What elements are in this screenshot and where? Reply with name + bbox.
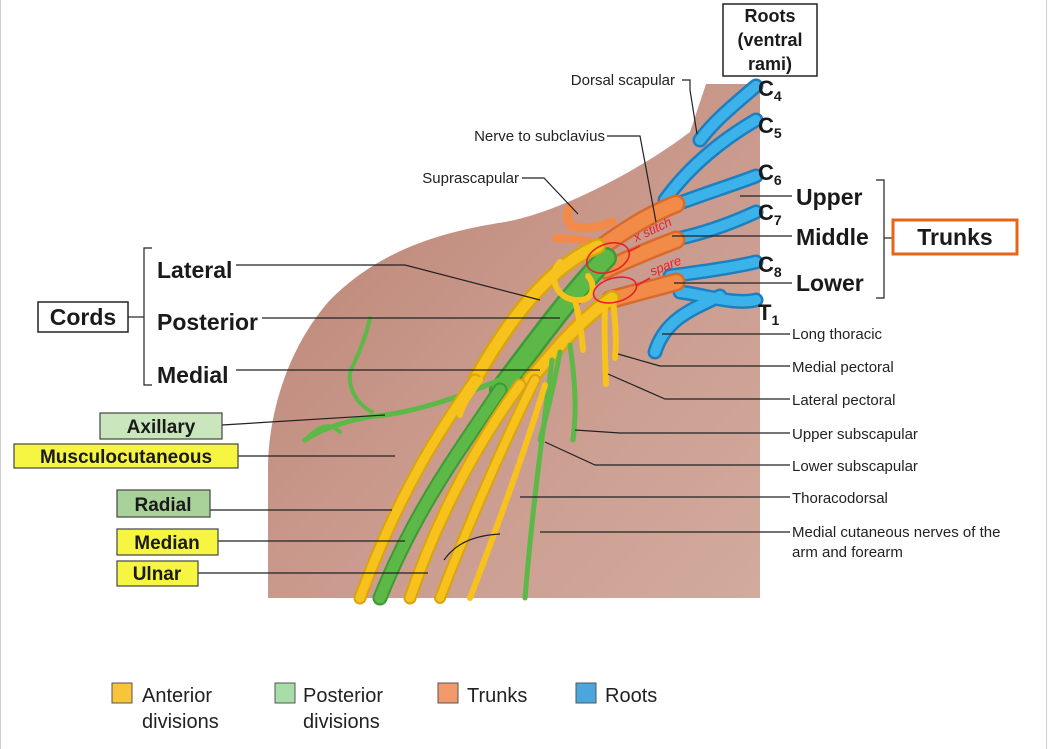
cords-group-box <box>37 301 129 333</box>
handwritten-annotations <box>585 242 651 304</box>
axillary-nerve <box>302 367 523 443</box>
medial-cutaneous-nerve <box>467 382 548 601</box>
root-label-c5: C5 <box>758 113 782 141</box>
trunk-label-middle: Middle <box>796 224 869 250</box>
musculocutaneous-box <box>13 443 239 469</box>
roots-header-box <box>722 3 818 77</box>
cord-label-posterior: Posterior <box>157 309 258 335</box>
label-median: Median <box>134 533 199 554</box>
label-medial-cutaneous-line-1: Medial cutaneous nerves of the <box>792 524 1000 541</box>
cord-label-medial: Medial <box>157 362 229 388</box>
label-lateral-pectoral: Lateral pectoral <box>792 392 895 409</box>
roots-header-line-1: Roots <box>745 6 796 26</box>
cord-label-lateral: Lateral <box>157 257 232 283</box>
label-upper-subscapular: Upper subscapular <box>792 426 918 443</box>
trunk-label-upper: Upper <box>796 184 863 210</box>
label-musculocutaneous: Musculocutaneous <box>40 447 212 468</box>
trunks-group-box <box>891 218 1019 256</box>
legend-label-anterior-2: divisions <box>142 711 219 733</box>
shoulder-skin <box>268 84 760 598</box>
roots-header-line-3: rami) <box>748 54 792 74</box>
legend-swatch-trunks <box>437 682 459 704</box>
axillary-box <box>99 412 223 440</box>
annotation-circle-upper <box>585 242 631 274</box>
label-thoracodorsal: Thoracodorsal <box>792 490 888 507</box>
root-label-c6: C6 <box>758 160 782 188</box>
suprascapular-nerve <box>562 203 617 233</box>
legend-swatch-posterior <box>274 682 296 704</box>
trunks-group-label: Trunks <box>917 224 992 250</box>
legend-label-roots: Roots <box>605 685 657 707</box>
legend-label-posterior-1: Posterior <box>303 685 383 707</box>
label-suprascapular: Suprascapular <box>422 170 519 187</box>
label-axillary: Axillary <box>127 417 196 438</box>
annotation-circle-lower <box>592 276 638 304</box>
root-labels: C4 C5 C6 C7 C8 T1 <box>758 76 782 328</box>
legend-label-posterior-2: divisions <box>303 711 380 733</box>
legend-swatch-anterior <box>111 682 133 704</box>
leader-lines <box>128 79 892 574</box>
roots-header-line-2: (ventral <box>737 30 802 50</box>
legend-swatch-roots <box>575 682 597 704</box>
thoracodorsal-nerve <box>522 357 555 601</box>
label-lower-subscapular: Lower subscapular <box>792 458 918 475</box>
label-ulnar: Ulnar <box>133 564 182 585</box>
label-medial-cutaneous-line-2: arm and forearm <box>792 544 903 561</box>
root-label-t1: T1 <box>758 300 779 328</box>
root-label-c7: C7 <box>758 200 782 228</box>
median-box <box>116 528 219 556</box>
lateral-pectoral-nerve <box>601 303 609 387</box>
legend-label-trunks: Trunks <box>467 685 527 707</box>
label-medial-pectoral: Medial pectoral <box>792 359 894 376</box>
left-border <box>0 0 1 749</box>
root-label-c8: C8 <box>758 252 782 280</box>
right-border <box>1046 0 1047 749</box>
ulnar-box <box>116 560 199 587</box>
root-label-c4: C4 <box>758 76 782 104</box>
radial-box <box>116 489 211 518</box>
label-long-thoracic: Long thoracic <box>792 326 883 343</box>
legend-label-anterior-1: Anterior <box>142 685 212 707</box>
label-nerve-to-subclavius: Nerve to subclavius <box>474 128 605 145</box>
label-radial: Radial <box>134 495 191 516</box>
cords-group-label: Cords <box>50 304 116 330</box>
trunk-label-lower: Lower <box>796 270 864 296</box>
medial-pectoral-nerve <box>610 297 619 361</box>
upper-subscapular-nerve <box>567 342 578 443</box>
legend: Anterior divisions Posterior divisions T… <box>111 682 657 733</box>
label-dorsal-scapular: Dorsal scapular <box>571 72 675 89</box>
